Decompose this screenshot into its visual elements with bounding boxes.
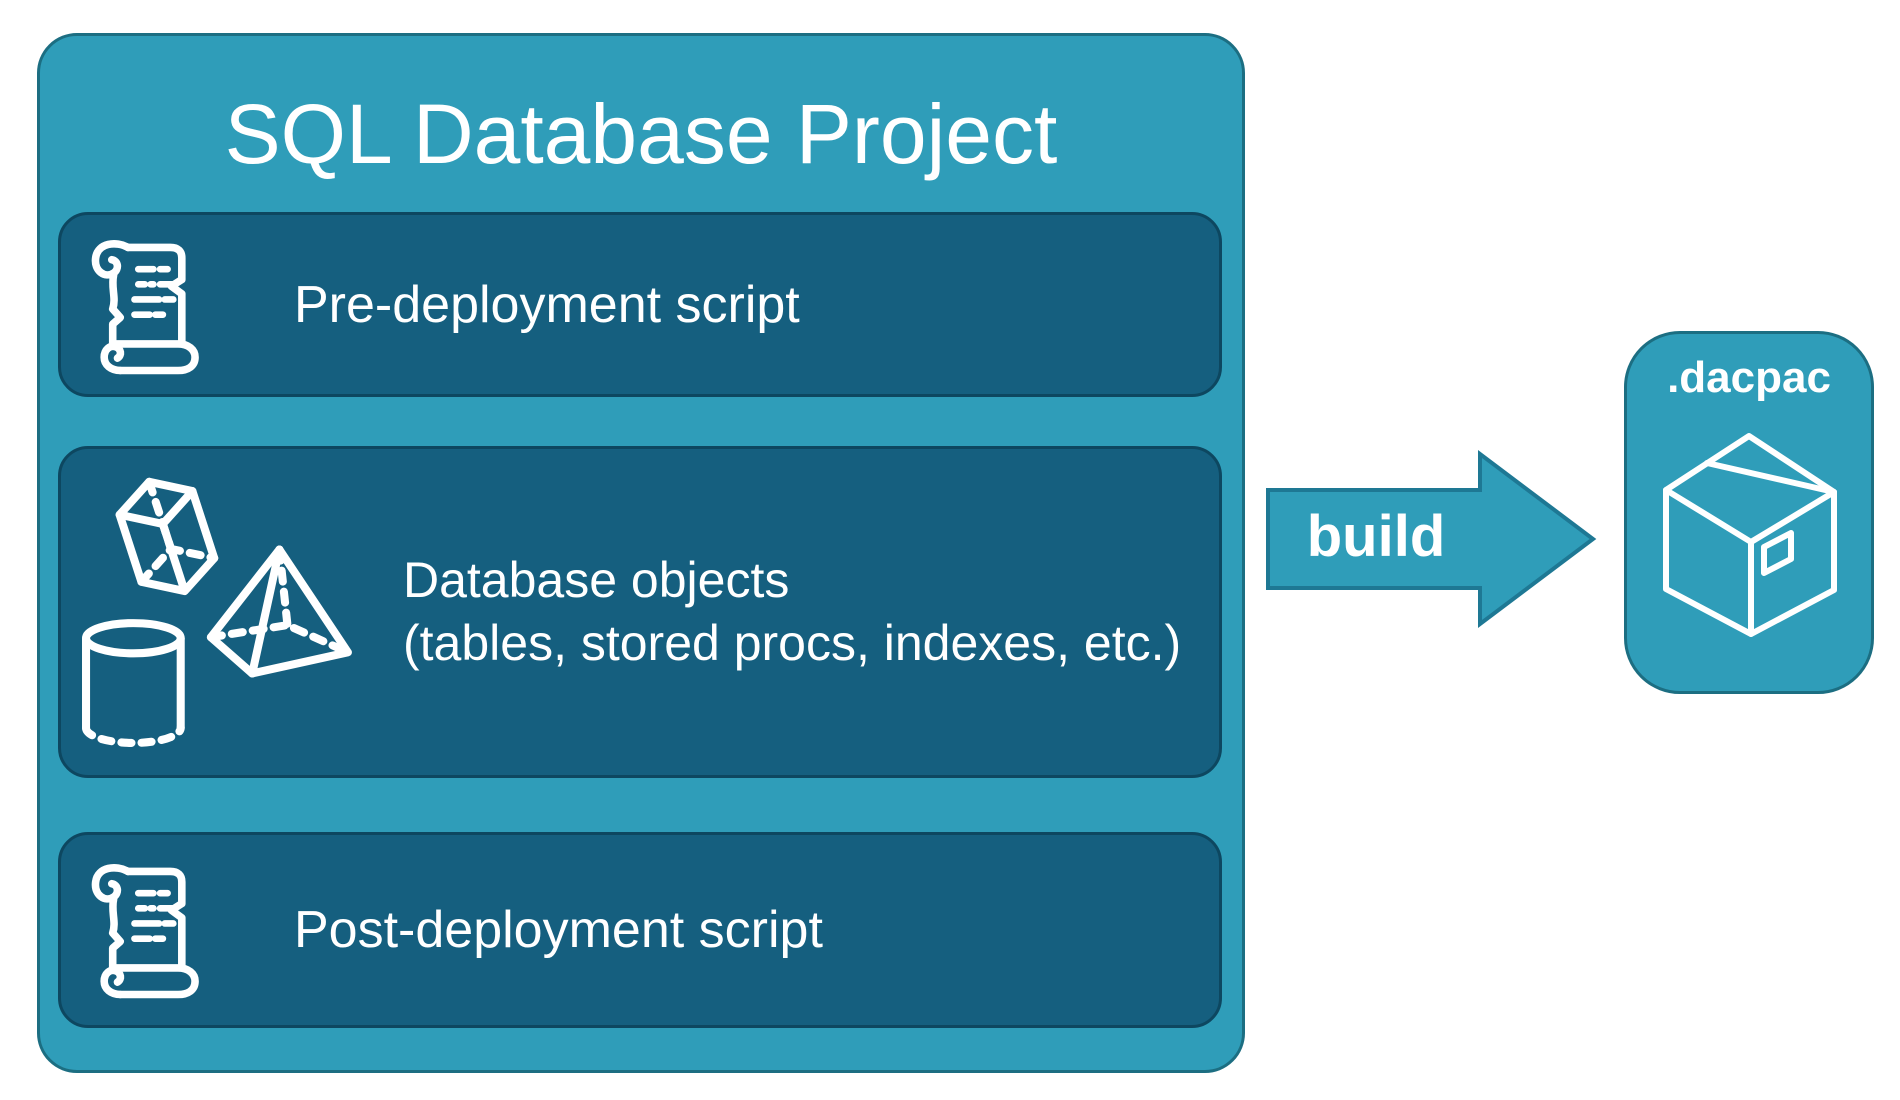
database-objects-label: Database objects (tables, stored procs, … [403,449,1181,775]
project-title: SQL Database Project [224,87,1058,181]
pre-deployment-label: Pre-deployment script [294,275,800,334]
pre-deployment-script-box: Pre-deployment script [58,212,1222,397]
post-deployment-label: Post-deployment script [294,901,823,959]
build-arrow [1266,450,1597,628]
scroll-icon [84,237,202,379]
pyramid-icon [206,545,352,678]
post-deployment-script-box: Post-deployment script [58,832,1222,1028]
cube-icon [115,477,219,596]
database-objects-icon [81,469,363,751]
sql-database-project-container: SQL Database Project P [37,33,1245,1073]
database-objects-box: Database objects (tables, stored procs, … [58,446,1222,778]
dacpac-container: .dacpac [1624,331,1874,694]
database-objects-label-line1: Database objects [403,552,790,608]
package-icon [1656,426,1846,646]
build-arrow-label: build [1306,504,1446,569]
scroll-icon [84,861,202,1003]
cylinder-icon [82,619,185,747]
dacpac-label: .dacpac [1667,353,1831,402]
database-objects-label-line2: (tables, stored procs, indexes, etc.) [403,615,1182,671]
